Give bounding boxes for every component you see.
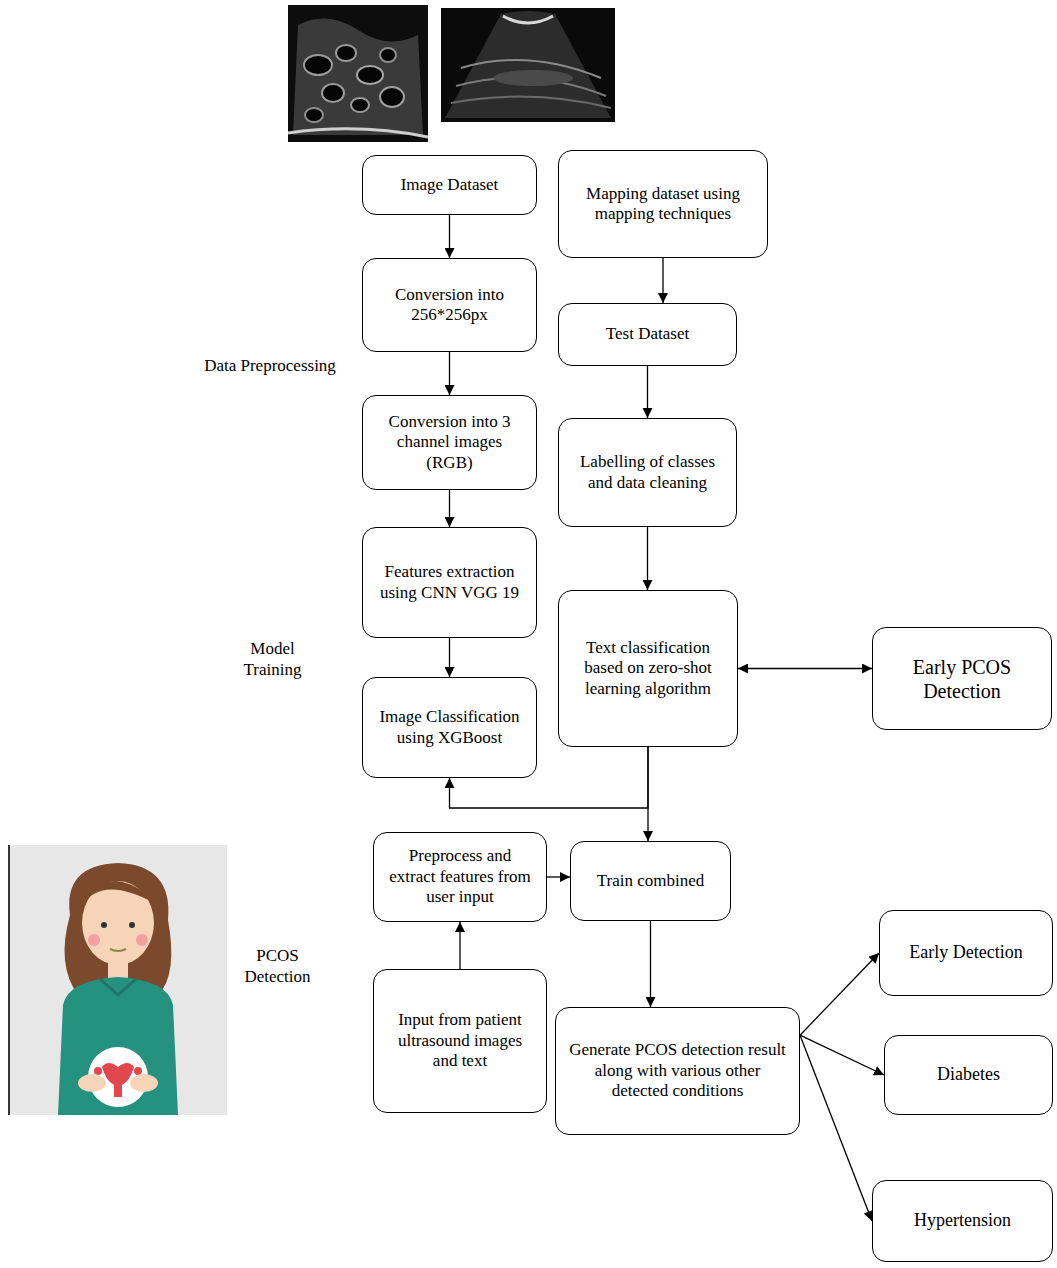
process-box: Labelling of classes and data cleaning — [558, 418, 737, 527]
connector-arrow — [449, 215, 450, 258]
box-text: Features extraction using CNN VGG 19 — [373, 562, 526, 603]
process-box: Conversion into 3 channel images (RGB) — [362, 395, 537, 490]
box-text: Train combined — [597, 871, 705, 891]
stage-label: Data Preprocessing — [200, 355, 340, 376]
connector-arrow — [800, 953, 879, 1035]
box-text: Text classification based on zero-shot l… — [569, 638, 727, 699]
process-box: Early PCOS Detection — [872, 627, 1052, 730]
box-text: Early Detection — [909, 942, 1022, 964]
process-box: Image Dataset — [362, 155, 537, 215]
process-box: Diabetes — [884, 1035, 1053, 1115]
box-text: Image Dataset — [401, 175, 499, 195]
patient-illustration — [8, 845, 227, 1115]
box-text: Conversion into 256*256px — [373, 285, 526, 326]
connector-arrow — [547, 876, 570, 877]
connector-arrow — [647, 747, 648, 841]
connector-arrow — [647, 527, 648, 590]
process-box: Image Classification using XGBoost — [362, 677, 537, 778]
box-text: Input from patient ultrasound images and… — [384, 1010, 536, 1071]
connector-arrow — [449, 490, 450, 527]
box-text: Preprocess and extract features from use… — [384, 846, 536, 907]
box-text: Image Classification using XGBoost — [373, 707, 526, 748]
ultrasound-image — [441, 8, 615, 122]
process-box: Early Detection — [879, 910, 1053, 996]
connector-arrow — [800, 1035, 872, 1221]
process-box: Conversion into 256*256px — [362, 258, 537, 352]
box-text: Generate PCOS detection result along wit… — [566, 1040, 789, 1101]
box-text: Early PCOS Detection — [883, 655, 1041, 703]
connector-arrow — [738, 668, 872, 669]
ultrasound-image — [288, 5, 428, 142]
box-text: Hypertension — [914, 1210, 1011, 1232]
box-text: Mapping dataset using mapping techniques — [569, 184, 757, 225]
process-box: Preprocess and extract features from use… — [373, 832, 547, 922]
connector-arrow — [650, 921, 651, 1007]
process-box: Input from patient ultrasound images and… — [373, 969, 547, 1113]
box-text: Conversion into 3 channel images (RGB) — [373, 412, 526, 473]
process-box: Text classification based on zero-shot l… — [558, 590, 738, 747]
process-box: Features extraction using CNN VGG 19 — [362, 527, 537, 638]
connector-arrow — [459, 922, 460, 969]
connector-arrow — [662, 258, 663, 303]
box-text: Labelling of classes and data cleaning — [569, 452, 726, 493]
connector-arrow — [449, 352, 450, 395]
connector-arrow — [647, 366, 648, 418]
box-text: Diabetes — [937, 1064, 1000, 1086]
box-text: Test Dataset — [606, 324, 689, 344]
process-box: Hypertension — [872, 1180, 1053, 1262]
stage-label: PCOS Detection — [225, 945, 330, 988]
process-box: Mapping dataset using mapping techniques — [558, 150, 768, 258]
process-box: Train combined — [570, 841, 731, 921]
process-box: Test Dataset — [558, 303, 737, 366]
process-box: Generate PCOS detection result along wit… — [555, 1007, 800, 1135]
stage-label: Model Training — [220, 638, 325, 681]
connector-arrow — [449, 638, 450, 677]
